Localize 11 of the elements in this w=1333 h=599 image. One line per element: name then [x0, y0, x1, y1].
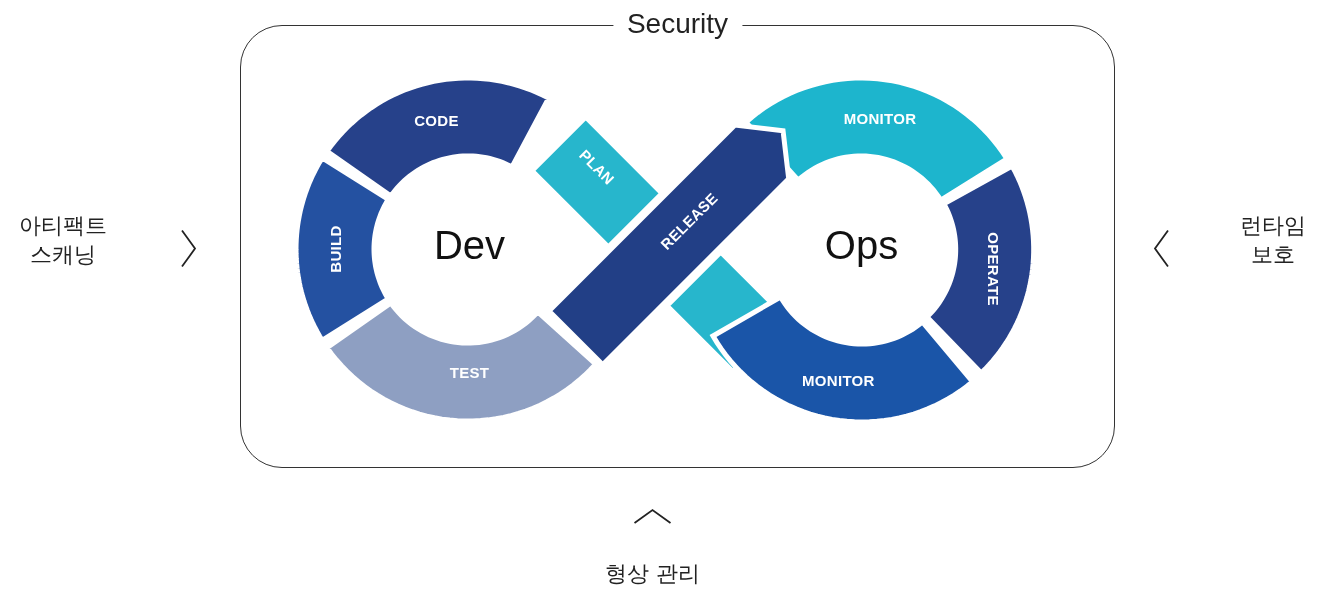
- side-label: 형상 관리: [604, 560, 701, 588]
- side-label: 런타임 보호: [1238, 212, 1307, 269]
- stage-label: MONITOR: [802, 371, 875, 389]
- loop-label: Dev: [433, 222, 506, 267]
- stage-label: TEST: [449, 364, 490, 381]
- stage-label: BUILD: [326, 225, 343, 274]
- stage-label: OPERATE: [984, 232, 1002, 306]
- loop-label: Ops: [824, 222, 899, 267]
- stage-label: CODE: [414, 111, 459, 129]
- stage-label: MONITOR: [843, 109, 917, 127]
- side-label: 아티팩트 스캐닝: [17, 212, 108, 269]
